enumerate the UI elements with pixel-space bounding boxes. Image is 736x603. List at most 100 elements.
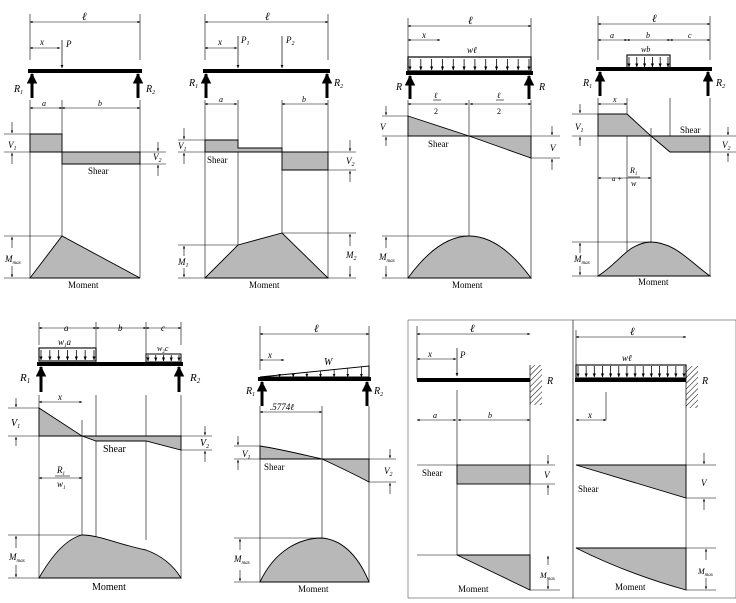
svg-text:Mmax: Mmax: [378, 252, 396, 264]
svg-text:a +: a +: [612, 175, 622, 183]
svg-text:V1: V1: [8, 140, 17, 152]
svg-text:R2: R2: [715, 78, 725, 90]
distributed-load-arrows: [39, 57, 686, 378]
moment-label: Moment: [68, 280, 99, 290]
svg-text:c: c: [161, 323, 165, 333]
svg-text:V: V: [550, 143, 557, 153]
svg-text:Moment: Moment: [298, 584, 329, 594]
svg-text:b: b: [118, 323, 123, 333]
svg-text:R1: R1: [19, 372, 30, 385]
svg-text:R2: R2: [189, 372, 201, 385]
svg-text:ℓ: ℓ: [497, 91, 501, 100]
panel-6-triangular-load: ℓ x W R1 R2 .5774ℓ V1 V2 Shear Mmax Mome…: [233, 323, 396, 594]
svg-text:R1: R1: [629, 166, 637, 177]
wall-support: [530, 365, 542, 405]
svg-text:ℓ: ℓ: [470, 323, 475, 335]
panel-8-cantilever-uniform: ℓ wℓ R x V Shear Mmax Moment: [572, 319, 736, 599]
svg-text:x: x: [57, 392, 62, 402]
panel-5-two-partial-loads: a b c w1a w2c R1 R2 x V1 V2 Shear R1 w1: [8, 322, 212, 593]
shear-area: [29, 133, 63, 153]
svg-text:R: R: [395, 82, 402, 93]
svg-text:R1: R1: [245, 386, 255, 398]
svg-text:Mmax: Mmax: [4, 254, 22, 266]
svg-text:wb: wb: [641, 45, 650, 54]
svg-text:Mmax: Mmax: [233, 554, 251, 566]
svg-text:x: x: [421, 30, 426, 40]
svg-text:ℓ: ℓ: [468, 15, 473, 27]
svg-text:M2: M2: [345, 250, 357, 262]
svg-text:Shear: Shear: [680, 125, 701, 135]
panel-2-two-loads: ℓ x P1 P2 R1 R2 a b V1 V2 Shear: [177, 11, 357, 290]
svg-text:Shear: Shear: [428, 139, 449, 149]
svg-text:V1: V1: [11, 418, 20, 430]
svg-text:Shear: Shear: [103, 444, 126, 455]
svg-text:V1: V1: [575, 122, 584, 134]
panel-7-cantilever-point: ℓ x P R a b V Shear Mmax Moment: [407, 319, 574, 599]
svg-text:Moment: Moment: [249, 280, 280, 290]
svg-text:wℓ: wℓ: [622, 353, 632, 363]
svg-text:x: x: [217, 37, 222, 47]
svg-text:Shear: Shear: [264, 462, 285, 472]
svg-text:a: a: [64, 323, 69, 333]
svg-text:a: a: [42, 99, 46, 108]
svg-text:R2: R2: [145, 84, 155, 96]
svg-text:Shear: Shear: [422, 468, 443, 478]
svg-text:w1a: w1a: [58, 337, 72, 349]
svg-text:Shear: Shear: [578, 484, 599, 494]
svg-text:V1: V1: [242, 449, 251, 461]
svg-text:R: R: [538, 82, 545, 93]
span-label: ℓ: [82, 11, 87, 23]
svg-text:x: x: [587, 410, 592, 420]
svg-text:x: x: [427, 349, 432, 359]
svg-text:R1: R1: [13, 84, 23, 96]
dist-x-label: x: [39, 37, 44, 47]
svg-text:R2: R2: [333, 78, 343, 90]
svg-text:2: 2: [434, 107, 438, 116]
svg-text:Mmax: Mmax: [697, 567, 714, 578]
svg-text:b: b: [488, 411, 492, 420]
svg-text:c: c: [688, 31, 692, 40]
svg-text:a: a: [219, 95, 223, 104]
svg-text:w: w: [631, 179, 637, 188]
moment-area: [29, 235, 141, 279]
svg-text:M1: M1: [177, 257, 189, 269]
svg-text:ℓ: ℓ: [265, 11, 270, 23]
svg-text:.5774ℓ: .5774ℓ: [270, 402, 294, 412]
svg-text:V1: V1: [178, 141, 187, 153]
svg-text:Moment: Moment: [615, 582, 646, 592]
panel-4-partial-load: ℓ a b c wb R1 R2 x V1 V2 Shear a + R1: [572, 13, 736, 287]
svg-text:V2: V2: [384, 466, 393, 478]
svg-text:a: a: [433, 411, 437, 420]
svg-text:Moment: Moment: [92, 582, 126, 593]
distributed-load-block: [407, 56, 532, 72]
svg-text:ℓ: ℓ: [652, 13, 657, 25]
svg-text:ℓ: ℓ: [630, 326, 635, 338]
svg-text:Moment: Moment: [458, 584, 489, 594]
svg-text:V: V: [544, 470, 551, 480]
svg-text:wℓ: wℓ: [467, 45, 477, 55]
panel-1-single-load: ℓ x P R1 R2 a b V1 V2 Shear Mmax Mom: [4, 11, 166, 290]
svg-text:Shear: Shear: [207, 155, 228, 165]
svg-text:V: V: [701, 478, 708, 488]
svg-text:Mmax: Mmax: [539, 571, 556, 582]
svg-text:b: b: [302, 95, 306, 104]
svg-text:Mmax: Mmax: [8, 552, 26, 564]
svg-text:V2: V2: [153, 152, 162, 164]
svg-text:x: x: [267, 350, 272, 360]
svg-text:w1: w1: [57, 479, 66, 491]
svg-text:R1: R1: [188, 78, 198, 90]
svg-text:R2: R2: [373, 386, 383, 398]
svg-text:Mmax: Mmax: [573, 254, 591, 266]
svg-text:R: R: [701, 376, 708, 387]
svg-text:P1: P1: [240, 35, 250, 47]
svg-text:2: 2: [497, 107, 501, 116]
svg-text:b: b: [98, 99, 102, 108]
svg-text:ℓ: ℓ: [314, 323, 319, 335]
svg-text:R1: R1: [582, 78, 592, 90]
svg-text:w2c: w2c: [157, 344, 169, 355]
svg-text:P2: P2: [285, 35, 295, 47]
svg-text:P: P: [459, 350, 466, 360]
svg-text:ℓ: ℓ: [434, 91, 438, 100]
svg-text:Moment: Moment: [452, 280, 483, 290]
